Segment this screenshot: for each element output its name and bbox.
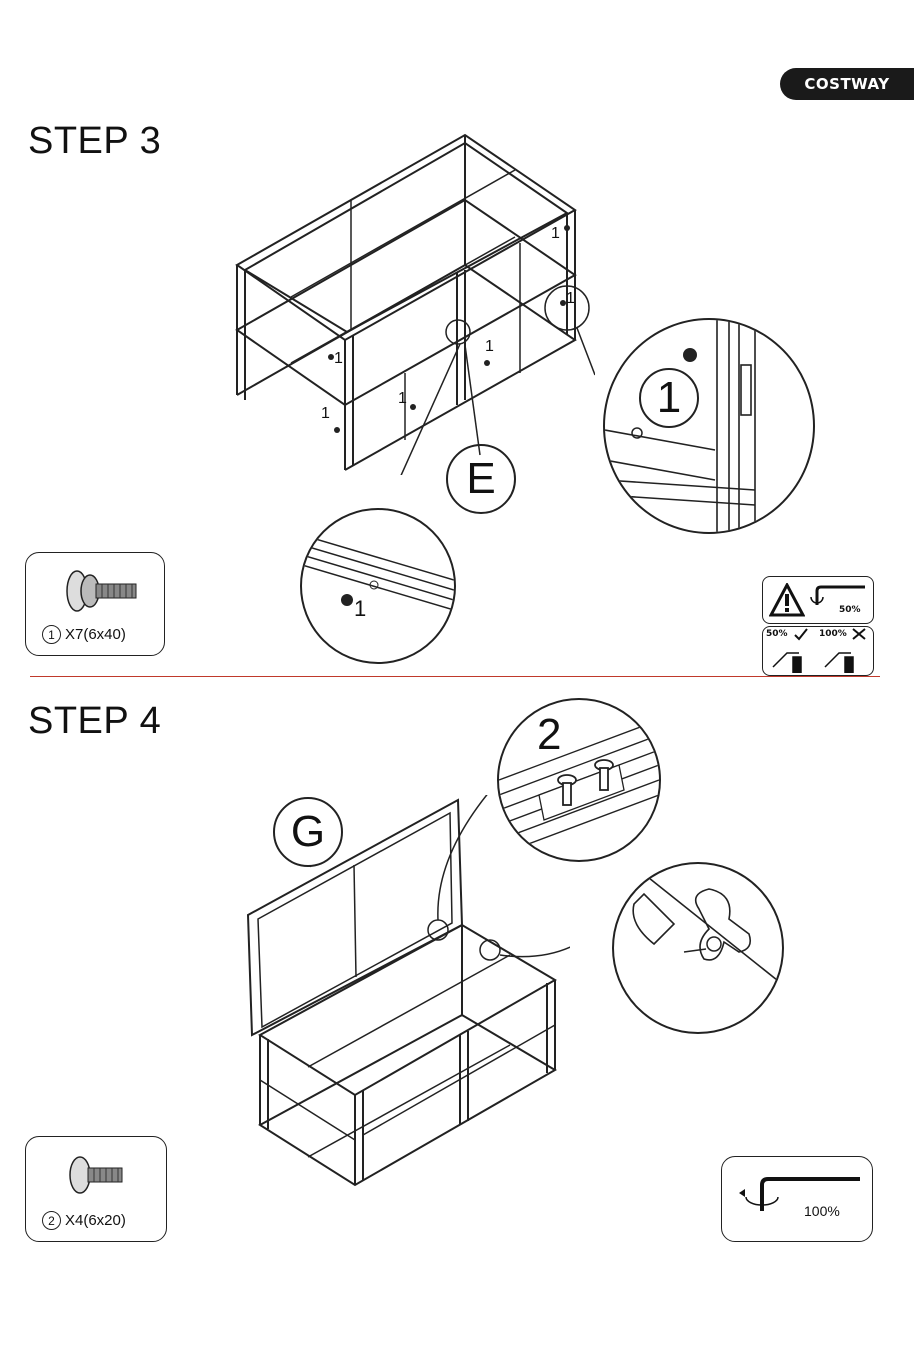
torque-percent: 50% — [839, 605, 861, 615]
frame-label: 1 — [551, 225, 560, 243]
detail-number: 1 — [657, 373, 681, 423]
hardware-quantity: X7(6x40) — [65, 626, 126, 643]
screw-detail-drawing — [302, 510, 454, 662]
check-icon — [793, 627, 809, 641]
frame-label: 1 — [485, 338, 494, 356]
warning-triangle-icon — [769, 583, 805, 617]
hardware-label: 1 X7(6x40) — [42, 625, 126, 644]
detail-zoom-hinge: 1 — [603, 318, 815, 534]
part-callout-g: G — [273, 797, 343, 867]
frame-label: 1 — [398, 390, 407, 408]
hardware-number: 2 — [42, 1211, 61, 1230]
torque-guide-box: 50% 100% — [762, 626, 874, 676]
slot-detail-drawing — [614, 864, 782, 1032]
section-divider — [30, 676, 880, 677]
brand-logo: COSTWAY — [780, 68, 914, 100]
step-3-title: STEP 3 — [28, 120, 161, 163]
part-letter: G — [291, 807, 325, 857]
step-3-frame-illustration — [225, 125, 595, 475]
hardware-number: 1 — [42, 625, 61, 644]
warning-torque-box: 50% — [762, 576, 874, 624]
torque-full-box: 100% — [721, 1156, 873, 1242]
detail-zoom-screw: 1 — [300, 508, 456, 664]
detail-zoom-lid-hinge: 2 — [497, 698, 661, 862]
hardware-box-screw-1: 1 X7(6x40) — [25, 552, 165, 656]
hardware-quantity: X4(6x20) — [65, 1212, 126, 1229]
frame-label: 1 — [566, 290, 575, 308]
part-callout-e: E — [446, 444, 516, 514]
hand-tightening-icon — [769, 643, 867, 673]
rotate-arrow-icon — [736, 1187, 756, 1209]
lid-hinge-detail-drawing — [499, 700, 659, 860]
bolt-washer-icon — [62, 563, 142, 618]
zoom-label: 1 — [354, 596, 366, 622]
frame-label: 1 — [334, 350, 343, 368]
step-4-title: STEP 4 — [28, 700, 161, 743]
ok-percent: 50% — [766, 629, 788, 639]
torque-percent: 100% — [804, 1203, 840, 1219]
hinge-detail-drawing — [605, 320, 813, 532]
hardware-box-screw-2: 2 X4(6x20) — [25, 1136, 167, 1242]
bad-percent: 100% — [819, 629, 847, 639]
frame-label: 1 — [321, 405, 330, 423]
part-letter: E — [466, 454, 495, 504]
hardware-label: 2 X4(6x20) — [42, 1211, 126, 1230]
detail-number: 2 — [537, 710, 561, 760]
detail-number-badge: 1 — [639, 368, 699, 428]
cross-icon — [851, 627, 867, 641]
detail-zoom-slot — [612, 862, 784, 1034]
bolt-icon — [64, 1147, 144, 1202]
